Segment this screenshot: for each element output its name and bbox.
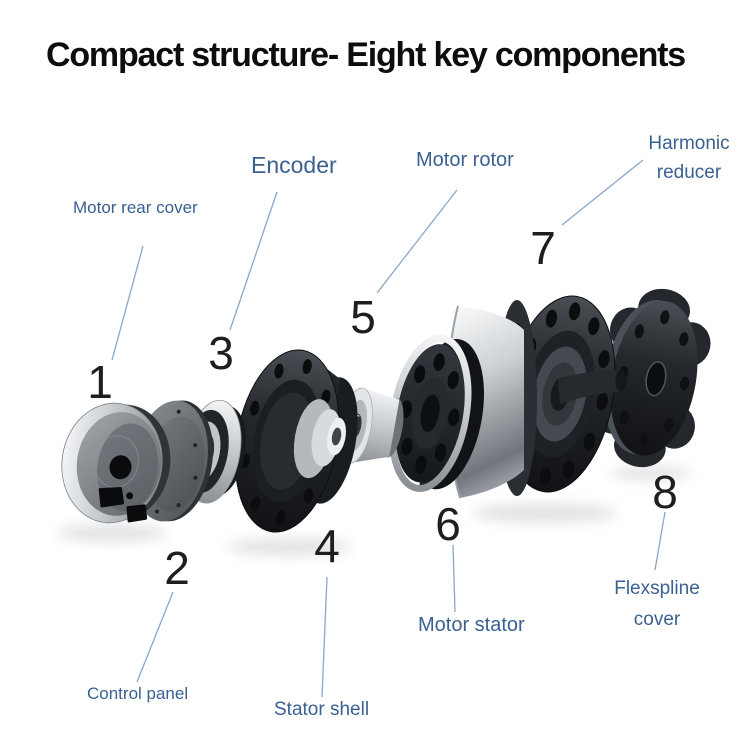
- label-encoder: Encoder: [251, 152, 337, 178]
- cup-cutout-right: [126, 504, 148, 523]
- leader-line-3: [229, 191, 278, 331]
- label-flexspline-cover: Flexspline cover: [614, 578, 700, 631]
- cup-inner-ring: [93, 435, 139, 489]
- reducer-output-shaft: [558, 370, 624, 404]
- leader-line-1: [111, 245, 144, 361]
- leader-line-2: [136, 591, 174, 683]
- cover-center-hole: [645, 361, 667, 397]
- stator-slots: [400, 353, 460, 474]
- shell-hub-bore: [331, 427, 342, 446]
- label-control-panel: Control panel: [87, 684, 189, 703]
- label-motor-rotor: Motor rotor: [416, 149, 514, 171]
- number-control-panel: 2: [164, 542, 190, 594]
- number-stator-shell: 4: [314, 520, 340, 572]
- leader-line-7: [561, 159, 644, 226]
- part-flexspline-cover: [593, 288, 711, 468]
- part-motor-rear-cover: [61, 402, 171, 524]
- label-harmonic-reducer: Harmonic reducer: [648, 133, 730, 183]
- cup-hole-small: [126, 492, 134, 500]
- leader-line-5: [376, 189, 458, 294]
- number-motor-rotor: 5: [350, 291, 376, 343]
- number-flexspline-cover: 8: [652, 466, 678, 518]
- label-motor-stator: Motor stator: [418, 614, 525, 636]
- number-motor-rear-cover: 1: [87, 356, 113, 408]
- leader-line-4: [321, 576, 328, 698]
- part-motor-stator: [388, 334, 484, 492]
- number-harmonic-reducer: 7: [530, 222, 556, 274]
- number-encoder: 3: [208, 327, 234, 379]
- soft-shadows: [57, 466, 691, 556]
- leader-line-8: [654, 511, 666, 571]
- panel-screws: [155, 409, 198, 514]
- cup-cutout-left: [98, 486, 125, 508]
- reducer-shaft-tip: [615, 370, 627, 392]
- cup-hole-large: [109, 455, 132, 480]
- stator-bore: [420, 394, 440, 433]
- label-stator-shell: Stator shell: [274, 699, 370, 720]
- number-motor-stator: 6: [435, 498, 461, 550]
- leader-line-6: [452, 544, 456, 613]
- page-title: Compact structure- Eight key components: [46, 36, 686, 74]
- leader-lines: [111, 159, 666, 698]
- label-motor-rear-cover: Motor rear cover: [73, 198, 198, 217]
